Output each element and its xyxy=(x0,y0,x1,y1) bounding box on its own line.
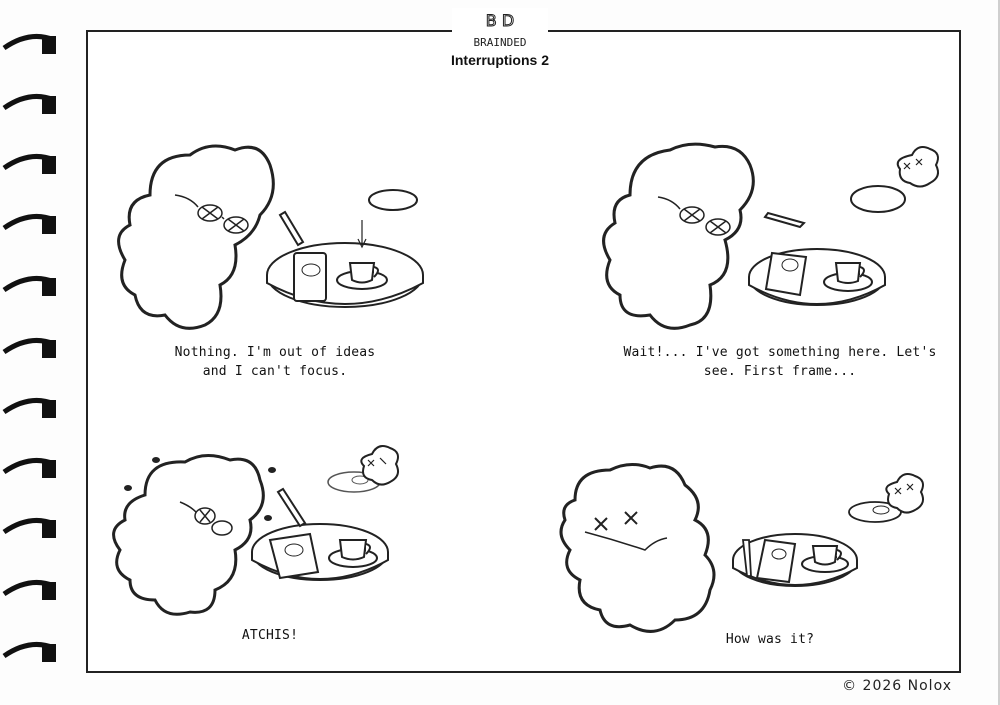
logo-initials: B D xyxy=(486,11,514,30)
panel-3-drawing xyxy=(112,445,399,616)
coffee-cup-icon xyxy=(801,545,849,573)
panel-1-drawing xyxy=(117,144,424,330)
coffee-cup-icon xyxy=(823,262,873,292)
sneeze-drops xyxy=(124,457,276,521)
pencil-icon xyxy=(763,211,806,229)
logo-wordmark: BRAINDED xyxy=(474,36,527,49)
panel-1-caption-line-2: and I can't focus. xyxy=(202,364,348,379)
coaster xyxy=(368,189,418,211)
pencil-icon xyxy=(276,487,307,528)
panel-3-caption: ATCHIS! xyxy=(200,626,340,645)
fluffy-head xyxy=(117,144,275,330)
panel-4-drawing xyxy=(559,463,924,633)
coffee-cup-icon xyxy=(328,539,378,568)
small-thought-cloud xyxy=(360,445,399,486)
small-thought-cloud xyxy=(896,146,939,188)
x-eyes-icon xyxy=(594,511,638,531)
panel-4-caption: How was it? xyxy=(700,630,840,649)
panel-1-caption: Nothing. I'm out of ideas and I can't fo… xyxy=(150,343,400,381)
pencil-icon xyxy=(278,210,305,247)
glasses-icon xyxy=(584,531,668,551)
arrow-icon xyxy=(357,220,367,249)
panel-3-caption-line-1: ATCHIS! xyxy=(241,628,299,643)
panel-4-caption-line-1: How was it? xyxy=(725,632,815,647)
panel-2-caption-line-1: Wait!... I've got something here. Let's xyxy=(623,345,937,360)
glasses-icon xyxy=(179,501,233,536)
copyright-notice: © 2026 Nolox xyxy=(842,678,952,694)
notepad-icon xyxy=(293,252,327,302)
glasses-icon xyxy=(174,194,249,234)
x-eyes-icon xyxy=(367,457,387,467)
brainded-logo: B D BRAINDED xyxy=(452,8,548,56)
panel-2-drawing xyxy=(602,142,939,330)
panel-2-caption: Wait!... I've got something here. Let's … xyxy=(620,343,940,381)
notepad-icon xyxy=(764,251,808,297)
coffee-cup-icon xyxy=(336,262,388,290)
pencil-icon xyxy=(741,539,752,577)
notepad-icon xyxy=(755,538,797,584)
small-thought-cloud xyxy=(885,473,924,514)
x-eyes-icon xyxy=(903,158,923,170)
fluffy-head xyxy=(112,454,265,616)
panel-2-caption-line-2: see. First frame... xyxy=(703,364,857,379)
spiral-binding xyxy=(2,33,56,662)
comic-title: Interruptions 2 xyxy=(450,52,549,68)
x-eyes-icon xyxy=(894,483,914,495)
glasses-icon xyxy=(657,196,731,236)
panel-1-caption-line-1: Nothing. I'm out of ideas xyxy=(174,345,376,360)
fluffy-head xyxy=(602,142,755,330)
coaster xyxy=(850,185,906,213)
